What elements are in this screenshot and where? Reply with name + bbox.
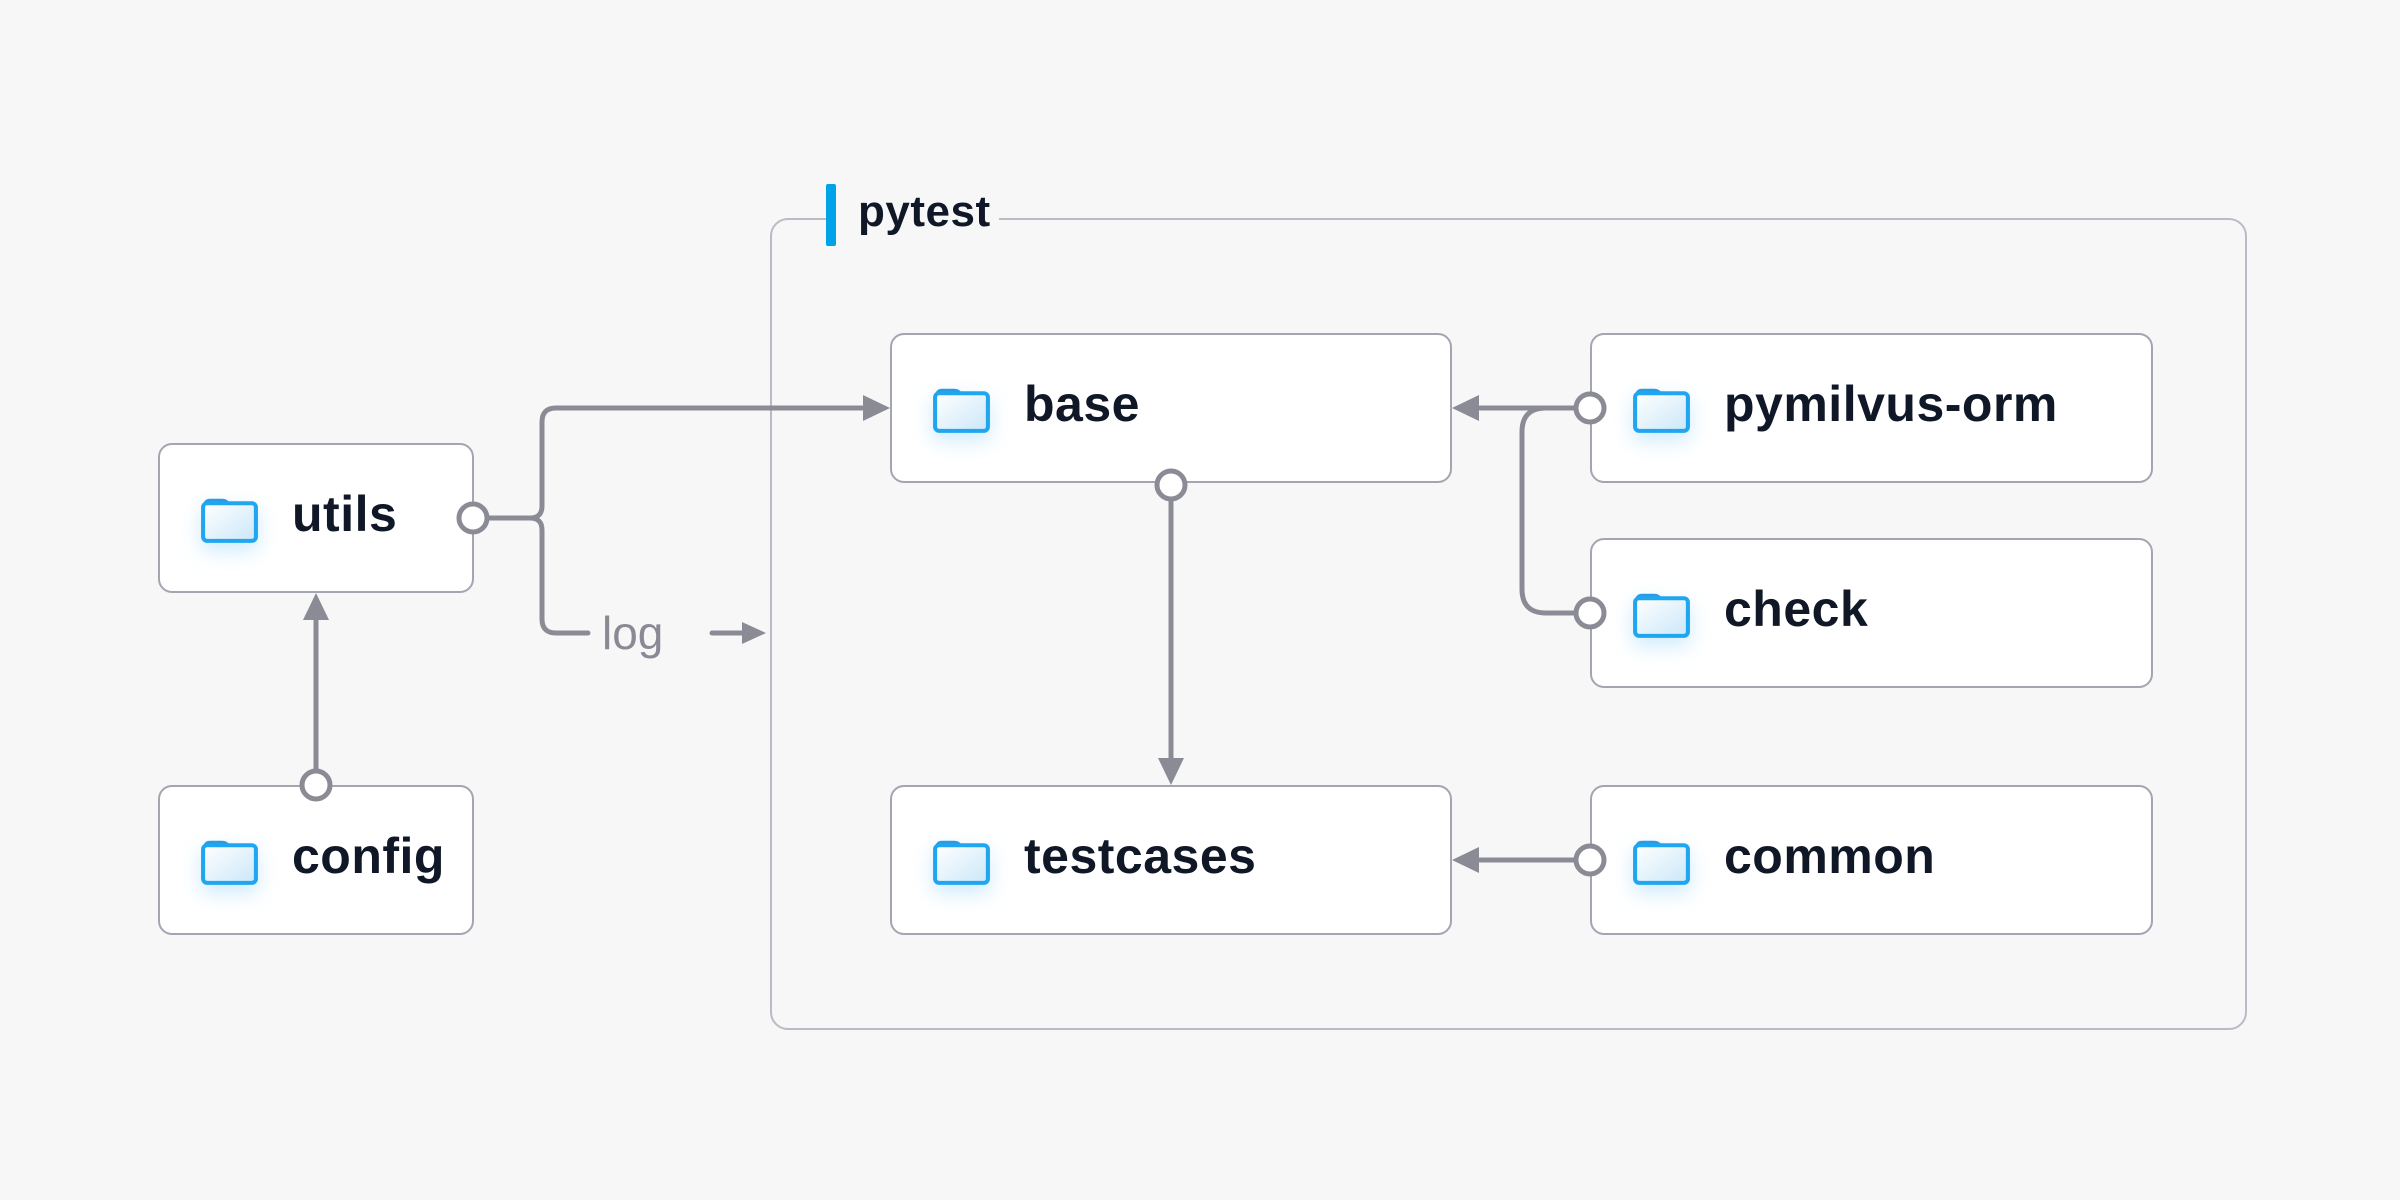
folder-icon — [1633, 593, 1690, 638]
folder-icon — [201, 498, 258, 543]
log-edge-label: log — [602, 605, 663, 661]
node-testcases: testcases — [890, 785, 1452, 935]
folder-icon — [201, 840, 258, 885]
folder-icon — [933, 840, 990, 885]
node-check: check — [1590, 538, 2153, 688]
folder-icon — [933, 388, 990, 433]
pytest-group-title: pytest — [858, 187, 991, 236]
node-pymilvus-orm: pymilvus-orm — [1590, 333, 2153, 483]
node-label: utils — [292, 486, 398, 542]
folder-icon — [1633, 840, 1690, 885]
node-label: config — [292, 828, 445, 884]
log-edge-label-text: log — [602, 607, 664, 659]
node-config: config — [158, 785, 474, 935]
node-label: common — [1724, 828, 1936, 884]
log-arrow-icon — [709, 622, 766, 644]
node-common: common — [1590, 785, 2153, 935]
edge-config-to-utils — [299, 593, 333, 802]
pytest-group-container — [770, 218, 2247, 1030]
accent-bar — [826, 184, 836, 246]
node-base: base — [890, 333, 1452, 483]
node-label: check — [1724, 581, 1869, 637]
pytest-group-label: pytest — [826, 184, 999, 246]
node-label: testcases — [1024, 828, 1257, 884]
node-label: pymilvus-orm — [1724, 376, 2058, 432]
node-utils: utils — [158, 443, 474, 593]
node-label: base — [1024, 376, 1140, 432]
folder-icon — [1633, 388, 1690, 433]
